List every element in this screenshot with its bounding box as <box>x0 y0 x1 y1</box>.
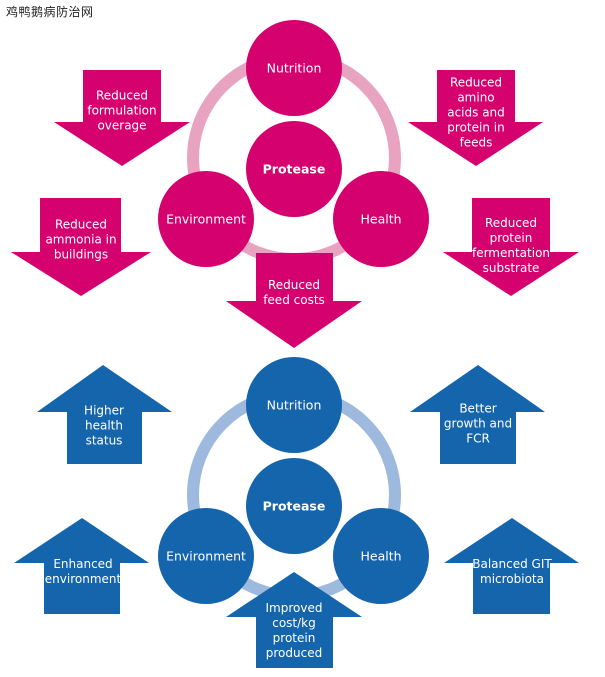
top-node-health <box>333 171 429 267</box>
top-environment-label: Environment <box>166 211 246 227</box>
top-health-label: Health <box>360 211 402 227</box>
top-arrow-formulation-shape <box>54 70 190 166</box>
top-arrow-ammonia-label: Reduced ammonia in buildings <box>45 217 117 262</box>
bottom-node-environment <box>158 508 254 604</box>
top-arrow-formulation-label: Reduced formulation overage <box>87 88 157 133</box>
bottom-arrow-environment-label: Enhanced environment <box>44 557 122 586</box>
bottom-health-label: Health <box>360 548 402 564</box>
top-protease-label: Protease <box>262 161 326 177</box>
bottom-arrow-growth-label: Better growth and FCR <box>443 401 513 446</box>
top-arrow-fermentation-label: Reduced protein fermentation substrate <box>471 216 551 275</box>
watermark-text: 鸡鸭鹅病防治网 <box>6 5 94 19</box>
top-arrow-fermentation-shape <box>443 198 579 296</box>
top-nutrition-label: Nutrition <box>266 60 322 76</box>
top-cluster <box>11 20 579 348</box>
bottom-arrow-microbiota-label: Balanced GIT microbiota <box>472 557 552 586</box>
bottom-node-protease <box>246 458 342 554</box>
bottom-nutrition-label: Nutrition <box>266 397 322 413</box>
top-arrow-amino-shape <box>408 70 543 166</box>
bottom-cluster <box>14 357 579 668</box>
top-arrow-amino-label: Reduced amino acids and protein in feeds <box>447 75 505 150</box>
bottom-environment-label: Environment <box>166 548 246 564</box>
top-node-environment <box>158 171 254 267</box>
bottom-node-health <box>333 508 429 604</box>
bottom-node-nutrition <box>246 357 342 453</box>
bottom-arrow-health-label: Higher health status <box>84 403 124 448</box>
top-arrow-feedcosts-shape <box>226 253 362 348</box>
top-node-protease <box>246 121 342 217</box>
bottom-protease-label: Protease <box>262 498 326 514</box>
bottom-arrow-cost-label: Improved cost/kg protein produced <box>265 601 323 660</box>
bottom-arrow-cost-shape <box>226 572 362 668</box>
bottom-arrow-growth-shape <box>410 365 545 464</box>
bottom-arrow-health-shape <box>37 365 172 464</box>
bottom-arrow-microbiota-shape <box>444 518 579 614</box>
top-arrow-ammonia-shape <box>11 198 151 296</box>
top-arrow-feedcosts-label: Reduced feed costs <box>263 278 325 307</box>
bottom-arrow-environment-shape <box>14 518 149 614</box>
top-node-nutrition <box>246 20 342 116</box>
